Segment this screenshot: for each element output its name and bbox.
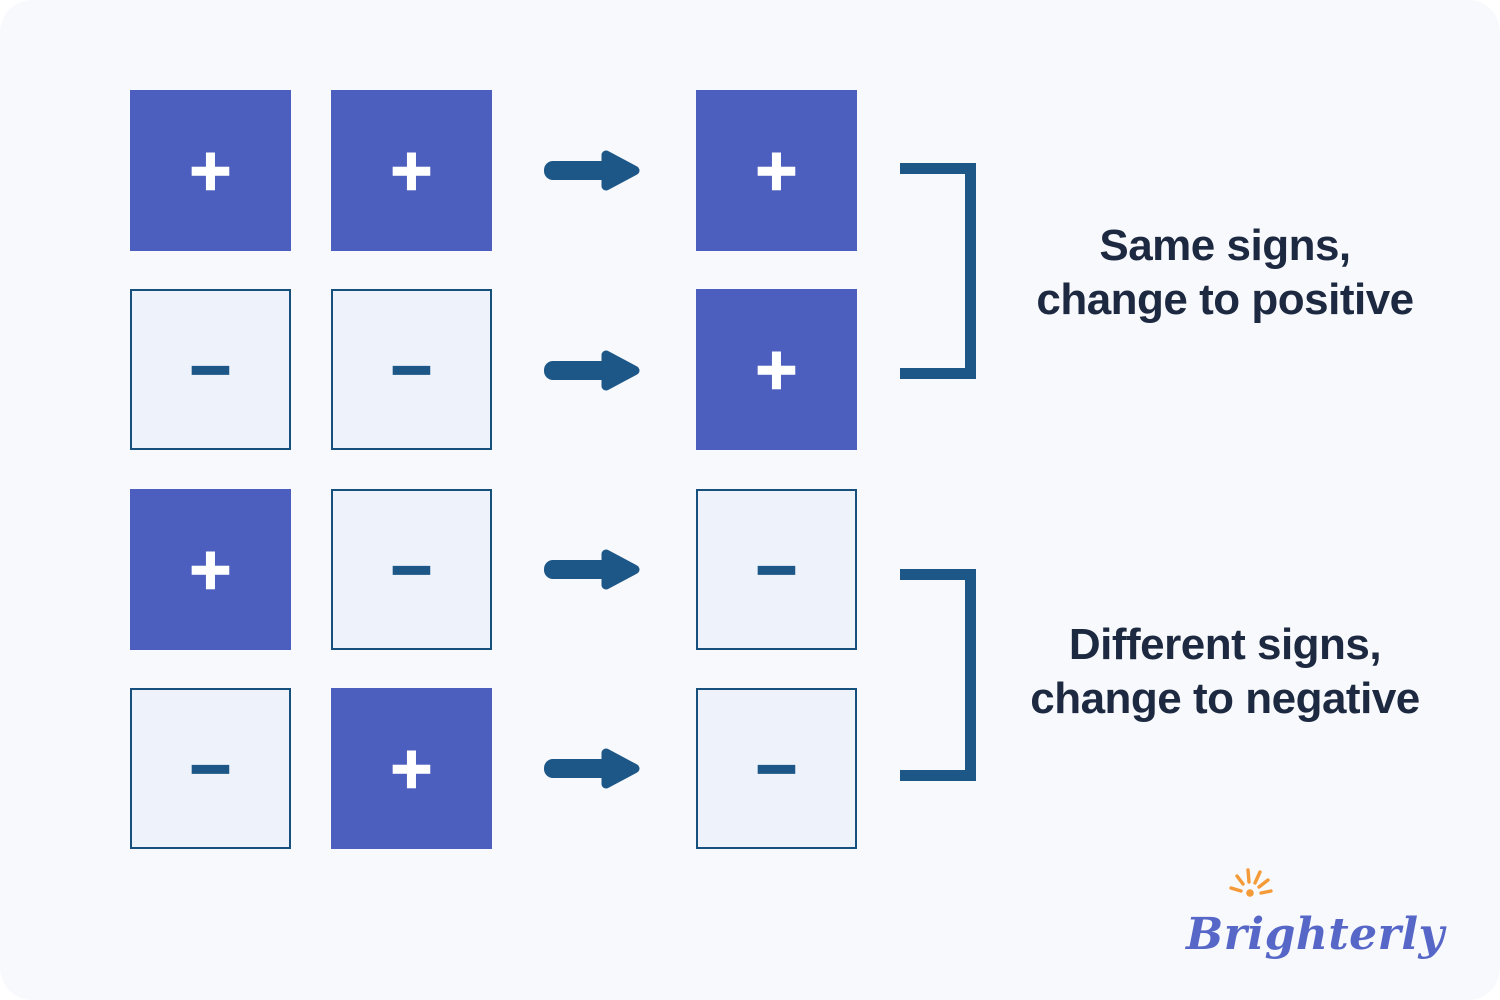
sign-tile: + — [331, 90, 492, 251]
brighterly-logo: Brighterly — [1186, 862, 1445, 960]
sign-tile: + — [130, 90, 291, 251]
caption-line: Same signs, — [1099, 221, 1351, 270]
plus-sign: + — [186, 137, 235, 203]
sunburst-icon — [1229, 868, 1273, 897]
caption-same-signs: Same signs, change to positive — [980, 219, 1470, 327]
sign-tile: + — [696, 90, 857, 251]
minus-sign: − — [186, 336, 235, 402]
sign-tile: + — [696, 289, 857, 450]
caption-line: change to positive — [1036, 275, 1414, 324]
sign-tile: − — [130, 289, 291, 450]
plus-sign: + — [186, 536, 235, 602]
caption-line: change to negative — [1030, 674, 1420, 723]
minus-sign: − — [387, 336, 436, 402]
sign-tile: − — [331, 489, 492, 650]
plus-sign: + — [752, 336, 801, 402]
sign-tile: − — [696, 688, 857, 849]
caption-different-signs: Different signs, change to negative — [980, 618, 1470, 726]
brighterly-wordmark: Brighterly — [1186, 909, 1445, 960]
minus-sign: − — [752, 536, 801, 602]
caption-line: Different signs, — [1068, 620, 1382, 669]
arrow-right-icon — [544, 547, 642, 591]
sign-tile: + — [130, 489, 291, 650]
group-bracket — [900, 569, 976, 781]
plus-sign: + — [387, 137, 436, 203]
plus-sign: + — [752, 137, 801, 203]
minus-sign: − — [752, 735, 801, 801]
group-bracket — [900, 163, 976, 379]
arrow-right-icon — [544, 746, 642, 790]
minus-sign: − — [186, 735, 235, 801]
sign-tile: + — [331, 688, 492, 849]
sign-tile: − — [130, 688, 291, 849]
arrow-right-icon — [544, 348, 642, 392]
minus-sign: − — [387, 536, 436, 602]
sign-tile: − — [331, 289, 492, 450]
plus-sign: + — [387, 735, 436, 801]
arrow-right-icon — [544, 148, 642, 192]
sign-tile: − — [696, 489, 857, 650]
